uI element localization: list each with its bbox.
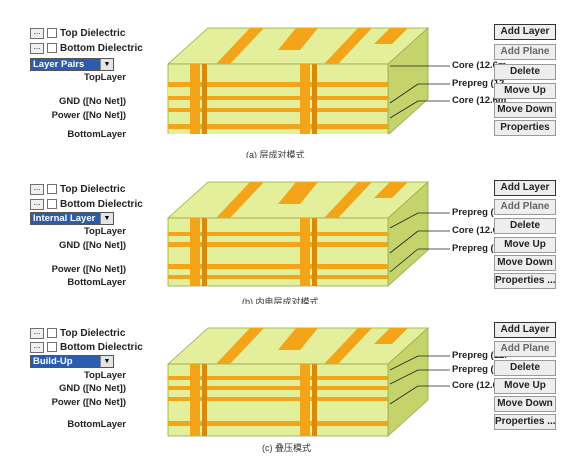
stack-label-1: Prepreg (12. xyxy=(452,350,507,361)
stack-mode-select[interactable]: Internal Layer ▼ xyxy=(30,212,114,225)
layer-label-top: TopLayer xyxy=(83,72,126,83)
layer-label-bottom: BottomLayer xyxy=(67,419,126,430)
layer-stack-panel-a: ... Top Dielectric ... Bottom Dielectric… xyxy=(28,4,560,140)
top-dielectric-browse-button[interactable]: ... xyxy=(30,183,44,195)
delete-button[interactable]: Delete xyxy=(494,218,556,234)
layer-label-bottom: BottomLayer xyxy=(67,277,126,288)
pcb-board-a xyxy=(166,27,430,134)
stack-label-2: Core (12.6m xyxy=(452,225,507,236)
layer-label-gnd: GND ([No Net]) xyxy=(58,96,126,107)
stack-label-3: Prepreg (12. xyxy=(452,243,507,254)
bottom-dielectric-checkbox[interactable] xyxy=(47,342,57,352)
top-dielectric-browse-button[interactable]: ... xyxy=(30,327,44,339)
layer-label-top: TopLayer xyxy=(83,226,126,237)
bottom-dielectric-row: ... Bottom Dielectric xyxy=(30,340,143,354)
pcb-board-b xyxy=(166,181,430,287)
add-layer-button[interactable]: Add Layer xyxy=(494,322,556,338)
layer-stack-panel-c: ... Top Dielectric ... Bottom Dielectric… xyxy=(28,304,560,438)
properties-button[interactable]: Properties ... xyxy=(494,414,556,430)
caption-c: (c) 叠压模式 xyxy=(262,443,311,453)
stack-mode-select[interactable]: Layer Pairs ▼ xyxy=(30,58,114,71)
bottom-dielectric-browse-button[interactable]: ... xyxy=(30,341,44,353)
top-dielectric-checkbox[interactable] xyxy=(47,28,57,38)
stack-label-1: Core (12.6m xyxy=(452,60,507,71)
layer-label-power: Power ([No Net]) xyxy=(51,110,126,121)
bottom-dielectric-label: Bottom Dielectric xyxy=(60,198,143,210)
bottom-dielectric-browse-button[interactable]: ... xyxy=(30,42,44,54)
stack-mode-value: Build-Up xyxy=(31,356,100,367)
move-up-button[interactable]: Move Up xyxy=(494,237,556,253)
add-plane-button[interactable]: Add Plane xyxy=(494,199,556,215)
pcb-board-c xyxy=(166,327,430,437)
properties-button[interactable]: Properties ... xyxy=(494,273,556,289)
chevron-down-icon[interactable]: ▼ xyxy=(100,213,113,224)
bottom-dielectric-row: ... Bottom Dielectric xyxy=(30,41,143,55)
pcb-stack-diagram xyxy=(166,181,450,287)
top-dielectric-label: Top Dielectric xyxy=(60,327,126,339)
layer-label-power: Power ([No Net]) xyxy=(51,264,126,275)
add-plane-button[interactable]: Add Plane xyxy=(494,341,556,357)
move-up-button[interactable]: Move Up xyxy=(494,378,556,394)
layer-label-gnd: GND ([No Net]) xyxy=(58,240,126,251)
add-plane-button[interactable]: Add Plane xyxy=(494,44,556,60)
top-dielectric-row: ... Top Dielectric xyxy=(30,26,125,40)
top-dielectric-checkbox[interactable] xyxy=(47,328,57,338)
bottom-dielectric-browse-button[interactable]: ... xyxy=(30,198,44,210)
stack-label-3: Core (12.6m xyxy=(452,95,507,106)
pcb-stack-diagram xyxy=(166,327,450,437)
stack-label-2: Prepreg (12. xyxy=(452,364,507,375)
top-dielectric-checkbox[interactable] xyxy=(47,184,57,194)
bottom-dielectric-checkbox[interactable] xyxy=(47,199,57,209)
bottom-dielectric-checkbox[interactable] xyxy=(47,43,57,53)
top-dielectric-row: ... Top Dielectric xyxy=(30,326,125,340)
layer-label-bottom: BottomLayer xyxy=(67,129,126,140)
delete-button[interactable]: Delete xyxy=(494,64,556,80)
move-up-button[interactable]: Move Up xyxy=(494,83,556,99)
move-down-button[interactable]: Move Down xyxy=(494,396,556,412)
stack-label-1: Prepreg (12. xyxy=(452,207,507,218)
caption-a: (a) 层成对模式 xyxy=(246,150,305,160)
stack-mode-value: Internal Layer xyxy=(31,213,100,224)
stack-label-2: Prepreg (12. xyxy=(452,78,507,89)
bottom-dielectric-label: Bottom Dielectric xyxy=(60,341,143,353)
stack-mode-value: Layer Pairs xyxy=(31,59,100,70)
caption-b: (b) 内电层成对模式 xyxy=(242,297,319,307)
move-down-button[interactable]: Move Down xyxy=(494,102,556,118)
top-dielectric-label: Top Dielectric xyxy=(60,183,126,195)
pcb-stack-diagram xyxy=(166,27,450,134)
bottom-dielectric-label: Bottom Dielectric xyxy=(60,42,143,54)
top-dielectric-label: Top Dielectric xyxy=(60,27,126,39)
layer-stack-panel-b: ... Top Dielectric ... Bottom Dielectric… xyxy=(28,158,560,289)
layer-label-gnd: GND ([No Net]) xyxy=(58,383,126,394)
bottom-dielectric-row: ... Bottom Dielectric xyxy=(30,197,143,211)
chevron-down-icon[interactable]: ▼ xyxy=(100,59,113,70)
properties-button[interactable]: Properties xyxy=(494,120,556,136)
top-dielectric-row: ... Top Dielectric xyxy=(30,182,125,196)
move-down-button[interactable]: Move Down xyxy=(494,255,556,271)
add-layer-button[interactable]: Add Layer xyxy=(494,24,556,40)
stack-label-3: Core (12.6m xyxy=(452,380,507,391)
delete-button[interactable]: Delete xyxy=(494,360,556,376)
chevron-down-icon[interactable]: ▼ xyxy=(100,356,113,367)
top-dielectric-browse-button[interactable]: ... xyxy=(30,27,44,39)
stack-mode-select[interactable]: Build-Up ▼ xyxy=(30,355,114,368)
add-layer-button[interactable]: Add Layer xyxy=(494,180,556,196)
layer-label-top: TopLayer xyxy=(83,370,126,381)
layer-label-power: Power ([No Net]) xyxy=(51,397,126,408)
